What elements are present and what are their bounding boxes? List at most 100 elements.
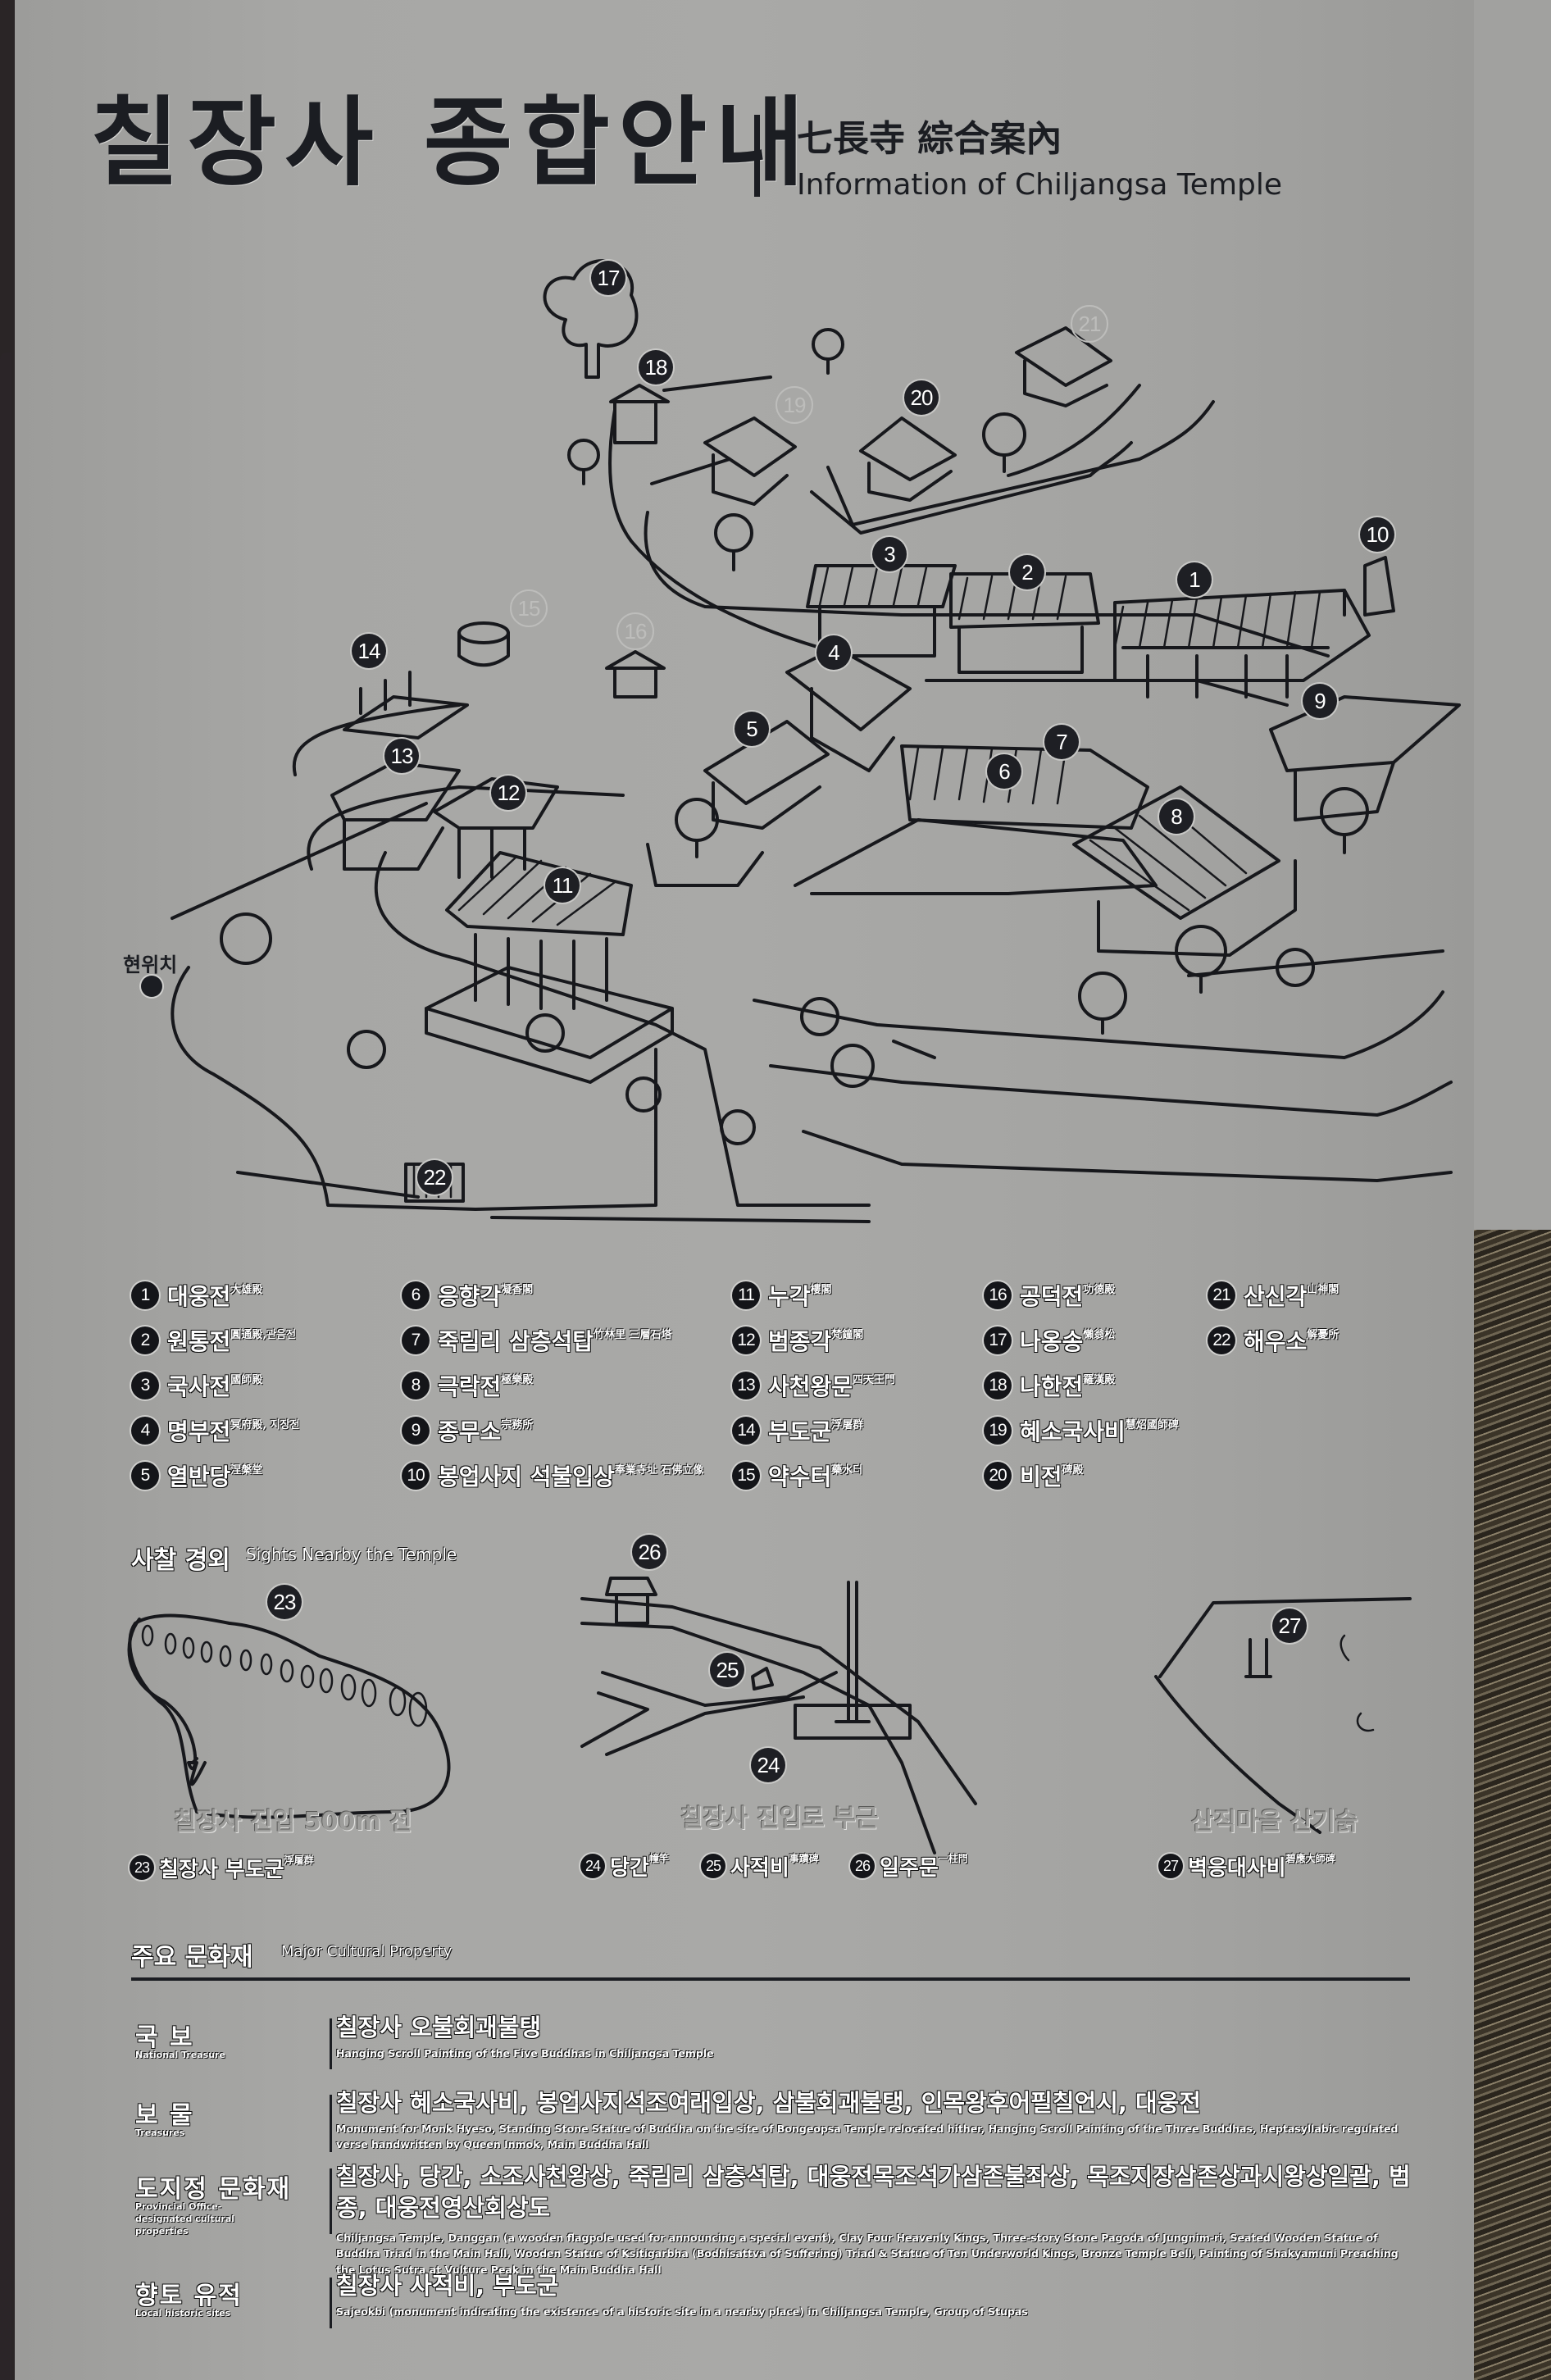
map-marker-16[interactable]: 16 [616,612,654,650]
map-marker-8[interactable]: 8 [1159,799,1194,834]
map-path [826,400,1215,526]
legend-label: 공덕전 [1020,1283,1084,1310]
map-marker-3[interactable]: 3 [872,537,907,571]
current-location-label: 현위치 [123,953,178,976]
nearby-marker[interactable]: 24 [751,1748,785,1782]
tree-icon [347,1030,386,1069]
nearby-marker[interactable]: 23 [267,1585,302,1619]
map-marker-7[interactable]: 7 [1044,725,1079,759]
legend-number-badge: 1 [131,1281,159,1309]
title-divider [754,115,760,197]
legend-label: 약수터 [768,1463,832,1490]
map-marker-21[interactable]: 21 [1071,305,1108,343]
tree-icon [675,798,719,858]
legend-label-hanja: 凝香閣 [501,1284,534,1296]
nearby-marker[interactable]: 27 [1272,1609,1307,1643]
nearby-caption: 칠장사 진입로 부근 [680,1804,879,1833]
map-marker-6[interactable]: 6 [987,754,1021,789]
legend-label: 당간 [610,1855,649,1881]
map-marker-22[interactable]: 22 [417,1160,452,1195]
property-items: 칠장사, 당간, 소조사천왕상, 죽림리 삼층석탑, 대웅전목조석가삼존불좌상,… [336,2163,1411,2222]
legend-number-badge: 6 [402,1281,430,1309]
legend-number-badge: 23 [130,1855,154,1880]
nearby-caption: 칠장사 진입 500m 전 [174,1808,412,1836]
map-path [608,408,821,649]
map-marker-19[interactable]: 19 [776,386,813,424]
legend-label: 산신각 [1244,1283,1308,1310]
map-marker-10[interactable]: 10 [1360,517,1394,552]
iljumun-icon [605,1577,657,1625]
legend-label: 죽림리 삼층석탑 [438,1328,594,1355]
building-sansingak [1007,326,1141,477]
legend-label-hanja: 山神閣 [1307,1284,1340,1296]
nearby-caption: 산직마을 산기슭 [1191,1808,1358,1836]
section-divider [131,1977,1410,1981]
map-marker-5[interactable]: 5 [735,712,769,746]
tree-icon [1078,972,1127,1035]
signboard [15,0,1474,2380]
nearby-marker[interactable]: 26 [632,1535,666,1569]
tree-icon [220,912,272,965]
legend-number-badge: 24 [580,1854,605,1878]
legend-number-badge: 16 [984,1281,1012,1309]
legend-label: 원통전 [167,1328,231,1355]
legend-label-hanja: 功德殿 [1083,1284,1116,1296]
tree-icon [982,412,1026,473]
page-title-hanja: 七長寺 綜合案內 [797,118,1062,160]
legend-label-hanja: 涅槃堂 [230,1464,263,1477]
property-items-english: Chiljangsa Temple, Danggan (a wooden fla… [336,2232,1399,2276]
legend-label-hanja: 大雄殿 [230,1284,263,1296]
map-marker-12[interactable]: 12 [491,776,525,810]
building-daeungjeon [1113,589,1371,699]
nearby-section-title-english: Sights Nearby the Temple [246,1545,457,1564]
map-path [236,1171,871,1223]
map-marker-1[interactable]: 1 [1177,562,1212,597]
tree-icon [830,1044,875,1088]
tree-icon [812,328,844,375]
building-geungnakjeon [1072,785,1297,957]
legend-number-badge: 3 [131,1372,159,1399]
property-category: 도지정 문화재 [135,2175,292,2204]
legend-label: 사적비 [730,1855,789,1881]
tree-icon [567,439,600,485]
property-category-english: Provincial Office-designated cultural pr… [135,2201,235,2237]
legend-label: 극락전 [438,1373,502,1400]
legend-label-hanja: 國師殿 [230,1374,263,1386]
nearby-marker[interactable]: 25 [710,1653,744,1687]
legend-number-badge: 7 [402,1327,430,1354]
map-marker-18[interactable]: 18 [639,350,673,385]
map-marker-13[interactable]: 13 [384,739,419,773]
tree-icon [1175,925,1227,994]
map-marker-14[interactable]: 14 [352,634,386,668]
legend-label: 벽응대사비 [1188,1855,1286,1881]
map-marker-4[interactable]: 4 [816,635,851,670]
legend-number-badge: 21 [1208,1281,1235,1309]
legend-label: 부도군 [768,1418,832,1445]
legend-number-badge: 17 [984,1327,1012,1354]
legend-number-badge: 15 [732,1462,760,1490]
map-path [644,511,903,617]
legend-number-badge: 2 [131,1327,159,1354]
building-nahanjeon [609,384,670,444]
legend-label: 범종각 [768,1328,832,1355]
legend-label: 명부전 [167,1418,231,1445]
map-marker-17[interactable]: 17 [591,261,625,295]
map-marker-9[interactable]: 9 [1303,684,1337,718]
legend-label-hanja: 羅漢殿 [1083,1374,1116,1386]
map-marker-20[interactable]: 20 [904,380,939,415]
page-title: 칠장사 종합안내 [90,86,813,199]
map-path [753,990,1444,1059]
map-marker-15[interactable]: 15 [510,589,548,627]
map-marker-2[interactable]: 2 [1010,555,1044,589]
legend-label-hanja: 奉業寺址 石佛立像 [614,1464,704,1477]
map-marker-11[interactable]: 11 [545,868,580,903]
property-category-english: National Treasure [135,2050,225,2060]
